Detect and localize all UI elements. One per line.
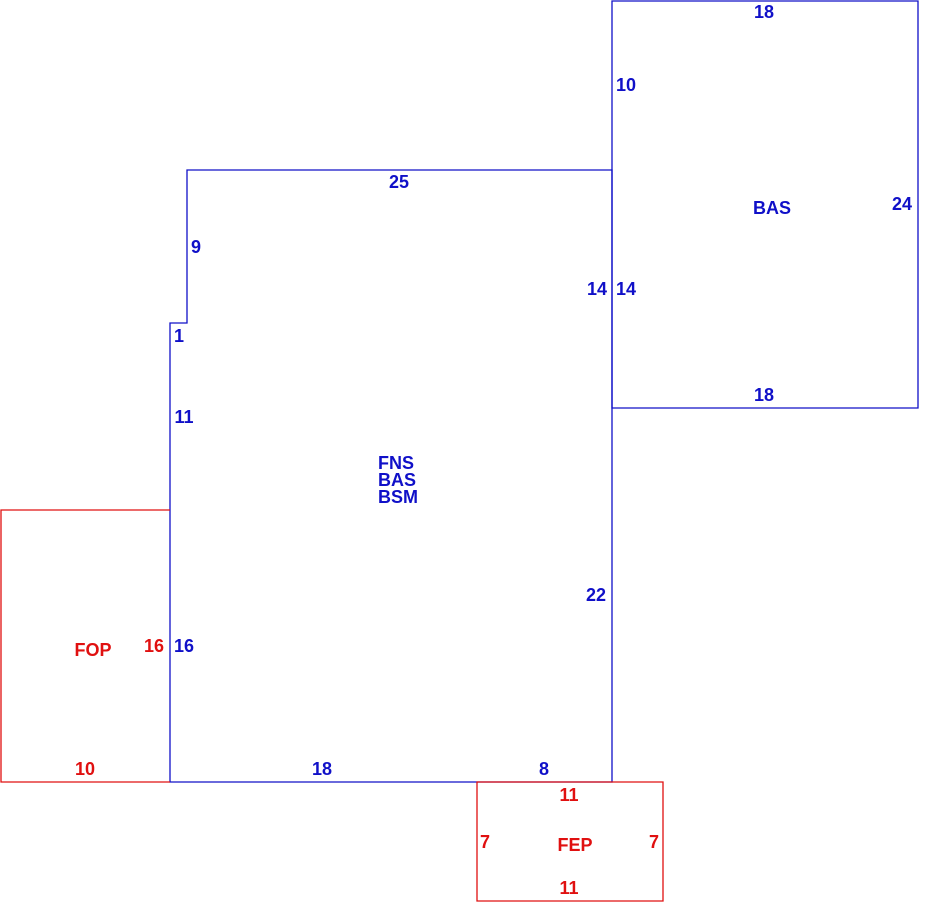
- fep-label: FEP: [557, 835, 592, 855]
- fop-dim-bottom: 10: [75, 759, 95, 779]
- addition-dim-left: 10: [616, 75, 636, 95]
- fep-dim-right: 7: [649, 832, 659, 852]
- main-dim-right-upper: 14: [587, 279, 607, 299]
- main-dim-left-mid: 11: [174, 407, 193, 427]
- fep-dim-left: 7: [480, 832, 490, 852]
- fep-dim-top: 11: [559, 785, 578, 805]
- main-label-fns: FNS: [378, 453, 414, 473]
- addition-dim-top: 18: [754, 2, 774, 22]
- addition-dim-inner: 14: [616, 279, 636, 299]
- addition-dim-bottom: 18: [754, 385, 774, 405]
- fop-outline: [0, 509, 170, 783]
- fep-outline: [476, 781, 664, 902]
- addition-area: 18 10 14 24 18 BAS: [611, 0, 919, 409]
- fop-area: FOP 16 10: [0, 509, 170, 783]
- main-dim-left-lower: 16: [174, 636, 194, 656]
- main-dim-bottom-left: 18: [312, 759, 332, 779]
- fep-area: 11 7 7 FEP 11: [476, 781, 664, 902]
- addition-dim-right: 24: [892, 194, 912, 214]
- main-dim-right-lower: 22: [586, 585, 606, 605]
- fep-dim-bottom: 11: [559, 878, 578, 898]
- main-dim-left-upper: 9: [191, 237, 201, 257]
- addition-label: BAS: [753, 198, 791, 218]
- fop-dim-right: 16: [144, 636, 164, 656]
- main-label-bsm: BSM: [378, 487, 418, 507]
- main-dim-jog: 1: [174, 326, 184, 346]
- fop-label: FOP: [74, 640, 111, 660]
- main-dim-top: 25: [389, 172, 409, 192]
- main-label-bas: BAS: [378, 470, 416, 490]
- main-dim-bottom-right: 8: [539, 759, 549, 779]
- main-house-area: 25 9 1 11 16 18 8 22 14 FNS BAS BSM: [169, 169, 613, 783]
